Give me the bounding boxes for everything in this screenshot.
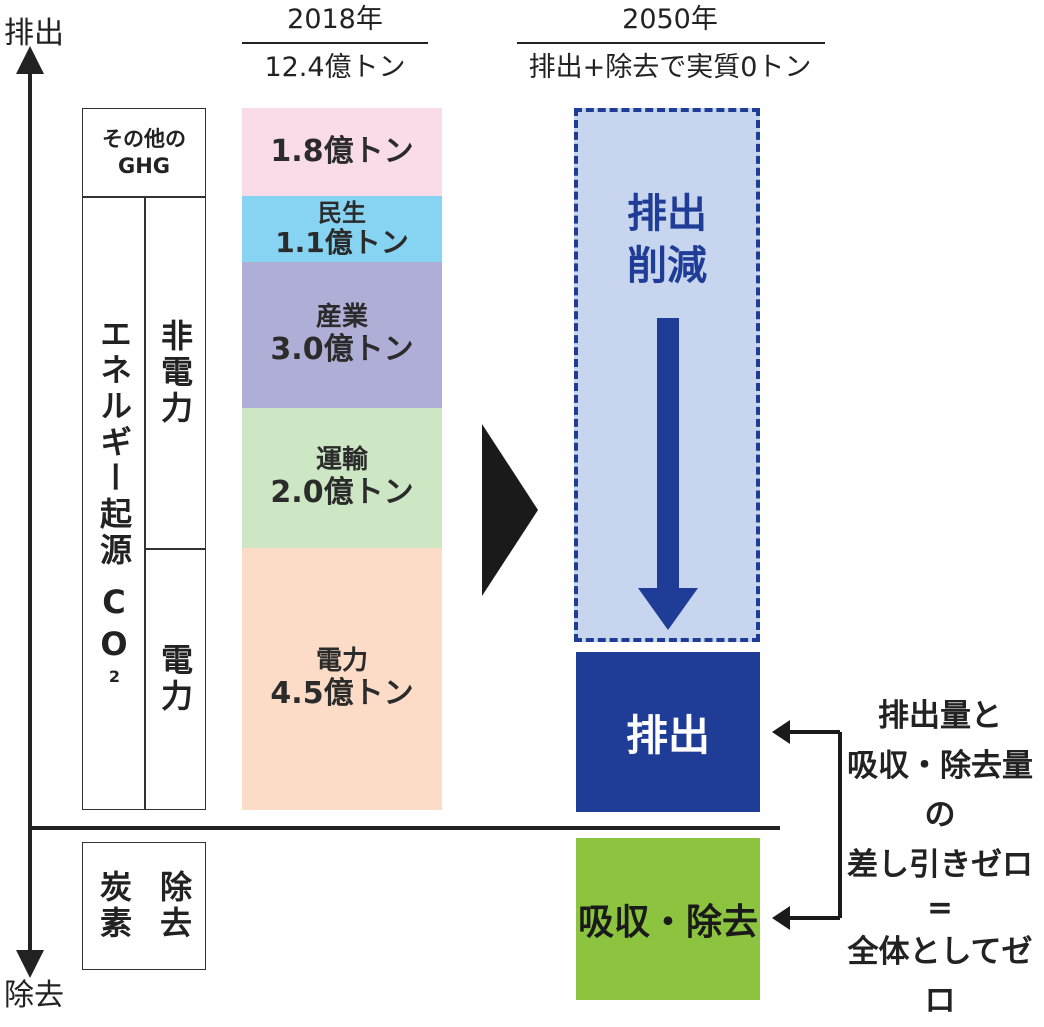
power-box: 電力 [144,548,206,810]
segment-industry-label: 産業 [315,302,368,333]
header-2018-total: 12.4億トン [264,52,406,83]
transition-arrow-icon [482,424,538,596]
reduction-box: 排出 削減 [574,108,760,642]
note-line-3: 差し引きゼロ [847,846,1033,883]
other-ghg-box: その他の GHG [82,108,206,198]
co2-label: CO [95,582,133,667]
removal-box: 吸収・除去 [576,838,760,1000]
reduction-label: 排出 削減 [578,188,756,292]
segment-power: 電力 4.5億トン [242,548,442,810]
segment-power-label: 電力 [315,646,368,677]
reduction-label-1: 排出 [627,191,707,237]
axis-label-removal: 除去 [4,978,64,1013]
bracket-arrows [772,720,842,930]
carbon-removal-label-b: 除去 [155,870,193,942]
power-label: 電力 [156,643,194,715]
non-power-box: 非電力 [144,196,206,550]
energy-co2-box: エネルギー起源 CO2 [82,196,146,810]
header-2018-year: 2018年 [287,4,383,35]
emission-box: 排出 [576,652,760,812]
segment-other-ghg-value: 1.8億トン [270,133,414,169]
header-2018-divider [242,42,428,44]
energy-co2-label: エネルギー起源 [95,316,133,569]
note-line-1: 排出量と [878,698,1002,734]
down-arrow-icon [638,318,698,630]
emission-label: 排出 [625,710,710,760]
note-line-5: 全体としてゼロ [847,933,1033,1020]
net-zero-note: 排出量と 吸収・除去量の 差し引きゼロ = 全体としてゼロ [836,692,1044,1027]
co2-subscript: 2 [105,666,124,690]
note-line-2: 吸収・除去量の [847,747,1033,834]
header-2050-year: 2050年 [622,4,718,35]
carbon-removal-label-a: 炭素 [95,870,133,942]
vertical-axis [16,0,86,1013]
reduction-label-2: 削減 [627,243,707,289]
segment-transport-value: 2.0億トン [270,475,414,511]
carbon-removal-box: 炭素 除去 [82,842,206,970]
other-ghg-label-2: GHG [117,154,171,178]
segment-industry: 産業 3.0億トン [242,262,442,408]
note-line-4: = [927,890,953,927]
non-power-label: 非電力 [156,319,194,427]
zero-baseline [28,826,780,830]
segment-residential: 民生 1.1億トン [242,196,442,262]
header-2050-goal: 排出+除去で実質0トン [528,52,812,83]
header-2050-divider [517,42,825,44]
segment-transport: 運輸 2.0億トン [242,408,442,548]
segment-residential-value: 1.1億トン [275,226,409,260]
segment-industry-value: 3.0億トン [270,332,414,368]
removal-label: 吸収・除去 [577,902,758,943]
segment-other-ghg: 1.8億トン [242,108,442,196]
segment-power-value: 4.5億トン [270,676,414,712]
segment-transport-label: 運輸 [315,445,368,476]
axis-label-emission: 排出 [4,16,64,51]
segment-residential-label: 民生 [318,198,366,227]
other-ghg-label-1: その他の [102,126,186,151]
